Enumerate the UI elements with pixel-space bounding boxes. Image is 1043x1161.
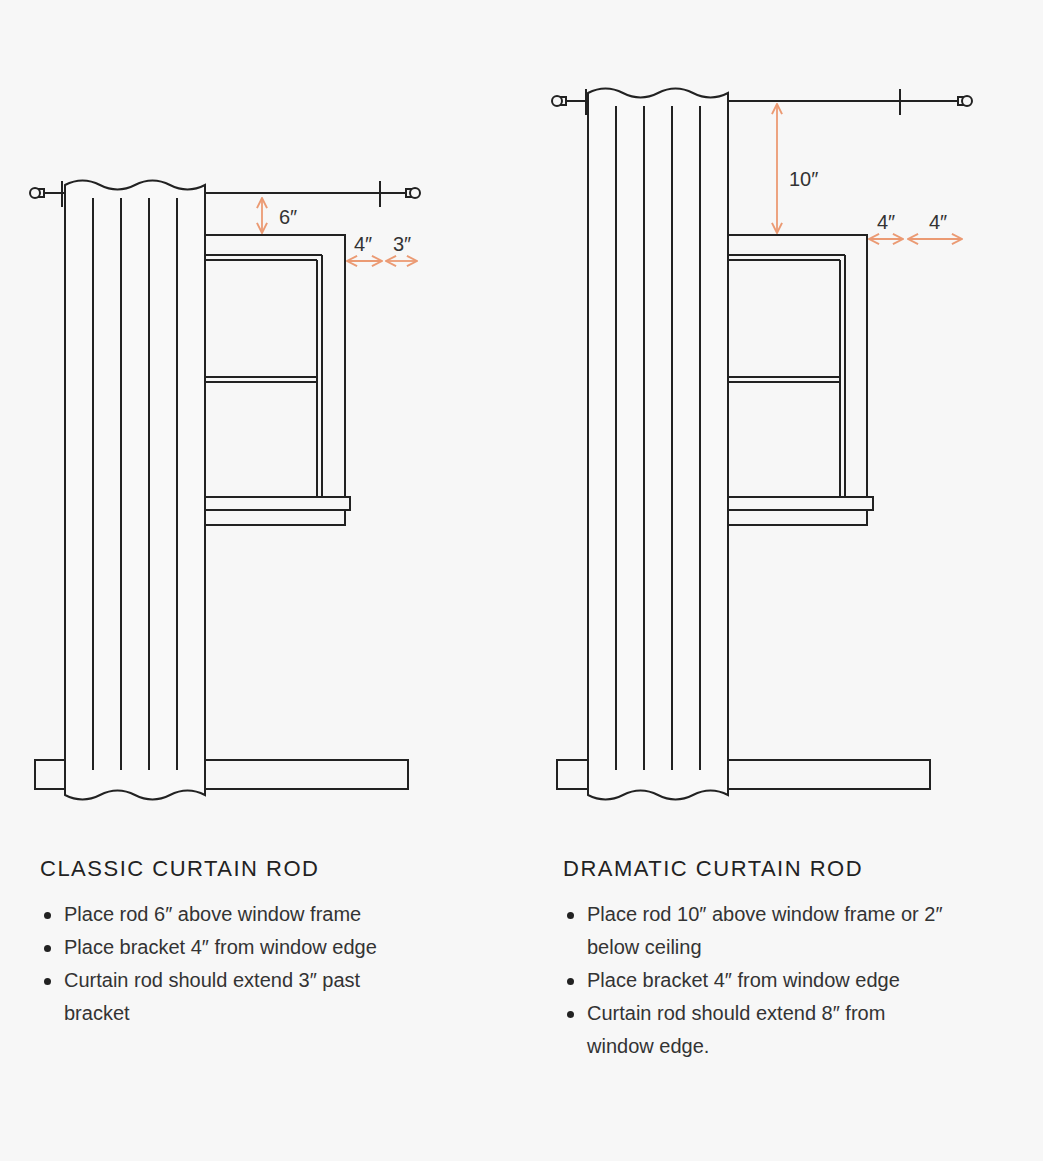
dimension-label: 3″	[393, 233, 411, 255]
bullet-item: Place rod 10″ above window frame or 2″ b…	[563, 898, 948, 964]
bullet-item: Place bracket 4″ from window edge	[40, 931, 400, 964]
section-heading: DRAMATIC CURTAIN ROD	[563, 856, 948, 882]
text-column: CLASSIC CURTAIN ROD Place rod 6″ above wi…	[40, 856, 400, 1030]
dimension-label: 6″	[279, 206, 297, 228]
dimension-label: 10″	[789, 168, 818, 190]
bullet-item: Curtain rod should extend 3″ past bracke…	[40, 964, 400, 1030]
bullet-item: Place rod 6″ above window frame	[40, 898, 400, 931]
bullet-item: Place bracket 4″ from window edge	[563, 964, 948, 997]
section-heading: CLASSIC CURTAIN ROD	[40, 856, 400, 882]
dimension-label: 4″	[354, 233, 372, 255]
text-column: DRAMATIC CURTAIN ROD Place rod 10″ above …	[563, 856, 948, 1063]
bullet-item: Curtain rod should extend 8″ from window…	[563, 997, 948, 1063]
dimension-label: 4″	[877, 211, 895, 233]
dimension-label: 4″	[929, 211, 947, 233]
